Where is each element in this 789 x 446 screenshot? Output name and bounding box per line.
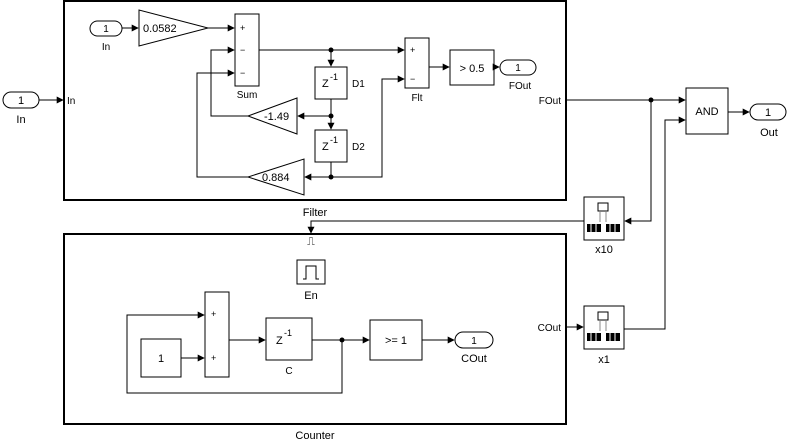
filter-port-fout-label: FOut <box>539 96 561 107</box>
wire-fout-to-x10 <box>624 100 652 225</box>
rate-transition-x1-right-cells <box>606 333 620 341</box>
wire-counter-feedback <box>126 311 343 394</box>
filter-gain-fb2-value: 0.884 <box>262 172 290 184</box>
filter-flt-sign-1: + <box>410 45 415 55</box>
filter-delay-d2-name: D2 <box>352 142 365 153</box>
filter-delay-d2[interactable] <box>314 129 348 163</box>
counter-delay-c[interactable] <box>265 317 313 361</box>
counter-constant[interactable] <box>140 338 182 378</box>
filter-compare[interactable] <box>449 49 495 86</box>
filter-delay-d2-exp: -1 <box>330 135 338 145</box>
counter-delay-c-exp: -1 <box>284 328 292 338</box>
filter-gain-fb2[interactable] <box>246 158 305 196</box>
counter-compare-text: >= 1 <box>385 335 407 347</box>
rate-transition-x1-top-icon <box>597 311 609 321</box>
wire-x10-to-counter-enable <box>307 220 584 234</box>
filter-gain-fb1[interactable] <box>246 97 298 135</box>
filter-sum-sign-3: − <box>240 68 245 78</box>
filter-flt-sign-2: − <box>410 74 415 84</box>
inport-in-number: 1 <box>18 95 24 107</box>
rate-transition-x1-left-cells <box>587 333 601 341</box>
outport-out-label: Out <box>760 127 778 139</box>
filter-flt-name: Flt <box>411 93 422 104</box>
filter-gain-in-value: 0.0582 <box>143 23 177 35</box>
filter-inport-in-label: In <box>102 42 110 53</box>
counter-enable-port-symbol: ⎍ <box>307 236 315 248</box>
outport-out[interactable] <box>749 103 787 121</box>
counter-sum-sign-2: + <box>211 353 216 363</box>
counter-port-cout-label: COut <box>538 323 562 334</box>
filter-outport-fout[interactable] <box>499 59 537 76</box>
filter-gain-in[interactable] <box>138 9 210 47</box>
filter-sum-sign-2: − <box>240 45 245 55</box>
filter-delay-d2-text: Z <box>322 141 329 153</box>
rate-transition-x10-cell-gaps <box>590 224 616 232</box>
filter-sum-sign-1: + <box>240 23 245 33</box>
counter-enable-pulse-icon <box>303 265 319 280</box>
wire-fb1-to-sum <box>210 46 248 117</box>
filter-delay-d1-text: Z <box>322 78 329 90</box>
counter-delay-c-name: C <box>285 366 292 377</box>
rate-transition-x10-right-cells <box>606 224 620 232</box>
filter-inport-in-number: 1 <box>103 24 109 35</box>
inport-in-label: In <box>16 114 25 126</box>
and-block-label: AND <box>695 106 718 118</box>
counter-sum-sign-1: + <box>211 309 216 319</box>
wire-x1-to-and <box>624 116 686 330</box>
counter-delay-c-text: Z <box>276 335 283 347</box>
filter-subsystem-name: Filter <box>303 207 328 219</box>
filter-outport-fout-number: 1 <box>515 63 521 74</box>
filter-compare-text: > 0.5 <box>460 63 485 75</box>
filter-flt-sum[interactable] <box>404 37 430 89</box>
filter-sum-name: Sum <box>237 90 258 101</box>
counter-constant-value: 1 <box>158 353 164 365</box>
filter-delay-d1-exp: -1 <box>330 72 338 82</box>
wire-d2-to-flt <box>331 75 405 178</box>
wire-fb2-to-sum <box>196 69 248 178</box>
counter-outport-cout[interactable] <box>454 331 494 349</box>
counter-sum[interactable] <box>204 291 230 378</box>
rate-transition-x10-label: x10 <box>595 244 613 256</box>
outport-out-number: 1 <box>765 107 771 119</box>
rate-transition-x1-cell-gaps <box>590 333 616 341</box>
counter-enable-block[interactable] <box>296 259 326 285</box>
filter-gain-fb1-value: -1.49 <box>264 111 289 123</box>
rate-transition-x10-left-cells <box>587 224 601 232</box>
rate-transition-x10-top-icon <box>597 202 609 212</box>
counter-subsystem-name: Counter <box>295 430 334 442</box>
filter-delay-d1-name: D1 <box>352 79 365 90</box>
filter-sum[interactable] <box>234 13 260 87</box>
counter-enable-label: En <box>304 290 317 302</box>
filter-outport-fout-label: FOut <box>509 81 531 92</box>
rate-transition-x1-label: x1 <box>598 354 610 366</box>
counter-outport-cout-number: 1 <box>471 336 477 347</box>
and-block[interactable] <box>685 87 729 135</box>
counter-outport-cout-label: COut <box>461 353 487 365</box>
filter-port-in-label: In <box>67 96 75 107</box>
